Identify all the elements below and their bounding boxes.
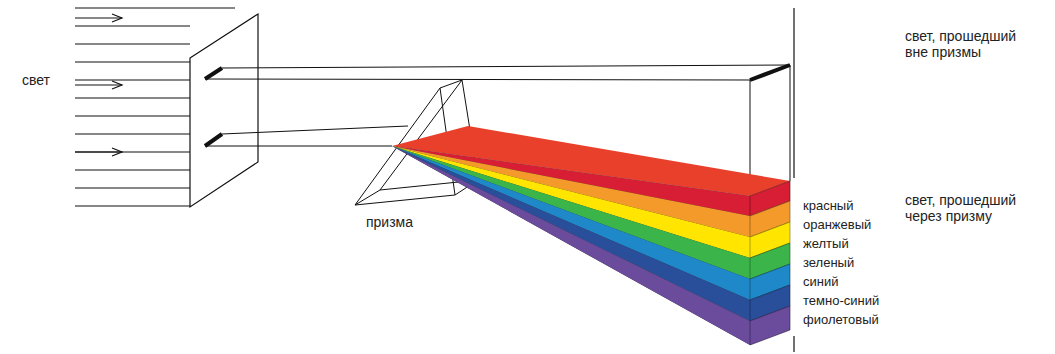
light-label: свет [22, 72, 82, 88]
beam-note: свет, прошедший через призму [905, 192, 1035, 224]
color-name: синий [803, 274, 838, 289]
spectrum [392, 126, 790, 345]
color-name: фиолетовый [803, 312, 879, 327]
color-name: желтый [803, 236, 849, 251]
color-name: оранжевый [803, 217, 871, 232]
prism-label: призма [366, 214, 446, 230]
color-name: темно-синий [803, 293, 879, 308]
slit-screen [190, 14, 258, 207]
detector-screen [793, 8, 794, 178]
color-name: красный [803, 198, 853, 213]
beam-note: свет, прошедший вне призмы [905, 28, 1030, 60]
color-name: зеленый [803, 255, 854, 270]
